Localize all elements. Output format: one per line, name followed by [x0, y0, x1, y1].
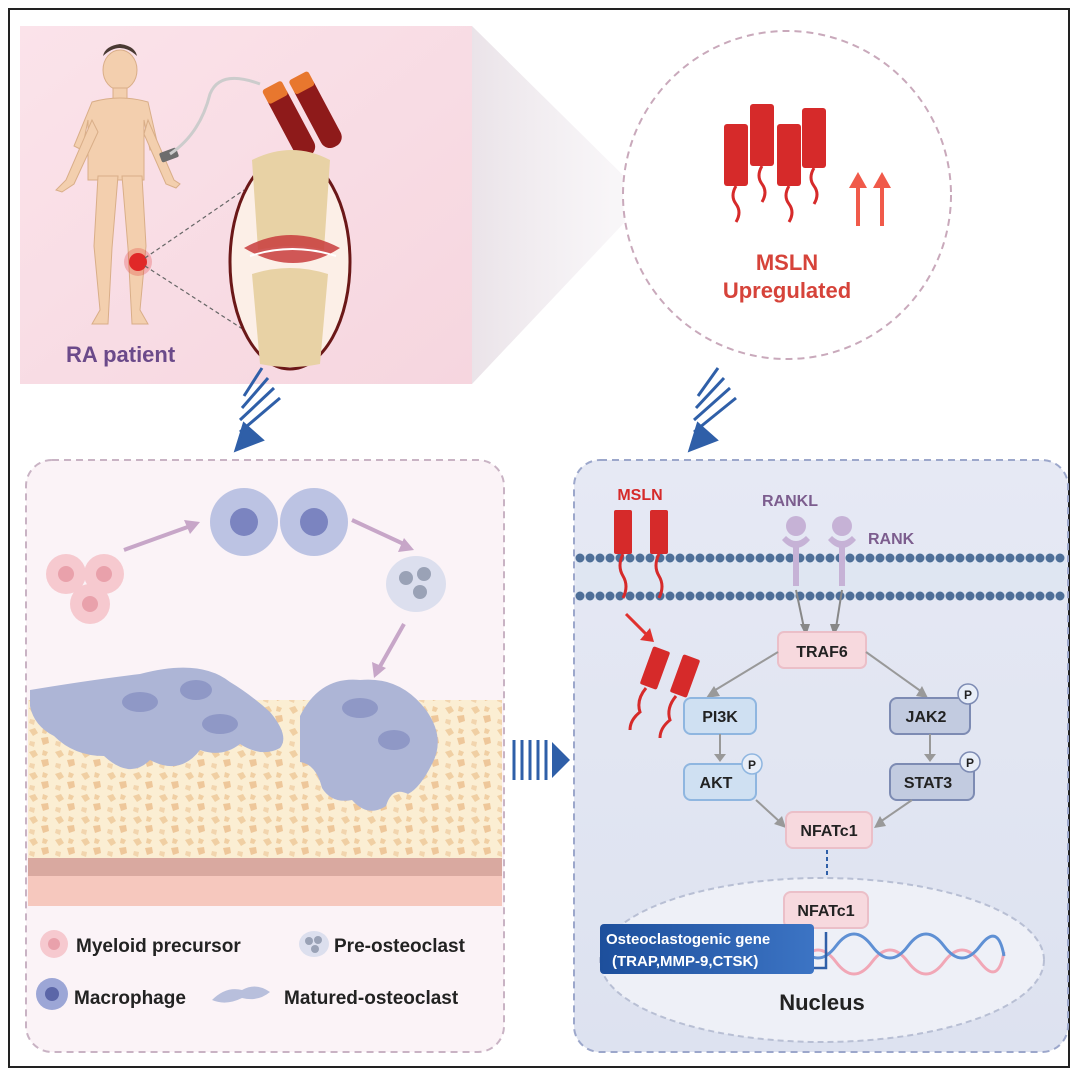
- dna-helix-icon: [798, 932, 1006, 976]
- legend-myeloid-label: Myeloid precursor: [76, 936, 241, 957]
- node-nfatc1-nucleus: NFATc1: [783, 891, 869, 929]
- zoom-beam: [472, 26, 640, 384]
- pre-osteoclast-cell: [386, 556, 446, 612]
- svg-text:NFATc1: NFATc1: [797, 903, 854, 920]
- svg-text:P: P: [964, 688, 972, 702]
- svg-text:NFATc1: NFATc1: [800, 823, 857, 840]
- inflamed-knee-marker: [129, 253, 147, 271]
- svg-text:JAK2: JAK2: [906, 709, 947, 726]
- cell-membrane: [575, 553, 1066, 601]
- legend-matured-label: Matured-osteoclast: [284, 988, 459, 1009]
- arrow-to-left-panel: [233, 367, 281, 453]
- msln-title: MSLN: [756, 250, 818, 275]
- msln-receptor-cluster: [724, 104, 826, 223]
- patient-figure: [55, 44, 181, 325]
- rank-receptors: [782, 516, 856, 586]
- svg-text:P: P: [966, 756, 974, 770]
- rankl-label: RANKL: [762, 493, 818, 510]
- svg-text:PI3K: PI3K: [702, 709, 738, 726]
- osteoclastogenic-gene-box: Osteoclastogenic gene (TRAP,MMP-9,CTSK): [600, 924, 814, 974]
- knee-joint-inset: [228, 150, 352, 371]
- rank-label: RANK: [868, 531, 915, 548]
- nucleus-label: Nucleus: [779, 990, 865, 1015]
- matured-osteoclast-cells: [30, 667, 438, 811]
- msln-membrane-receptors: [614, 510, 668, 599]
- legend-preosteoclast-label: Pre-osteoclast: [334, 936, 466, 957]
- legend: Myeloid precursor Pre-osteoclast Macroph…: [36, 930, 466, 1010]
- msln-internalized-receptors: [628, 646, 700, 739]
- node-traf6: TRAF6: [777, 631, 867, 669]
- legend-preosteoclast-icon: [299, 931, 329, 957]
- blood-line: [169, 76, 261, 156]
- gene-box-title: Osteoclastogenic gene: [606, 931, 770, 948]
- node-jak2: JAK2 P: [889, 683, 979, 735]
- svg-text:P: P: [748, 758, 756, 772]
- msln-membrane-label: MSLN: [617, 487, 662, 504]
- svg-text:STAT3: STAT3: [904, 775, 952, 792]
- svg-text:AKT: AKT: [700, 775, 733, 792]
- gene-box-list: (TRAP,MMP-9,CTSK): [612, 953, 758, 970]
- blood-tube-icon: [262, 71, 342, 158]
- legend-macrophage-label: Macrophage: [74, 988, 186, 1009]
- legend-matured-icon: [212, 986, 270, 1003]
- phospho-jak2-icon: [957, 683, 979, 705]
- msln-status: Upregulated: [723, 278, 851, 303]
- arrow-to-right-panel: [687, 367, 737, 453]
- macrophage-cells: [210, 488, 348, 556]
- node-pi3k: PI3K: [683, 697, 757, 735]
- patient-label: RA patient: [66, 342, 176, 367]
- svg-text:TRAF6: TRAF6: [796, 644, 848, 661]
- myeloid-precursor-cells: [46, 554, 124, 624]
- node-nfatc1-cytoplasm: NFATc1: [785, 811, 873, 849]
- up-arrow-icon: [849, 172, 891, 226]
- phospho-akt-icon: [741, 753, 763, 775]
- node-akt: AKT P: [683, 753, 763, 801]
- phospho-stat3-icon: [959, 751, 981, 773]
- arrow-between-panels: [512, 740, 570, 780]
- node-stat3: STAT3 P: [889, 751, 981, 801]
